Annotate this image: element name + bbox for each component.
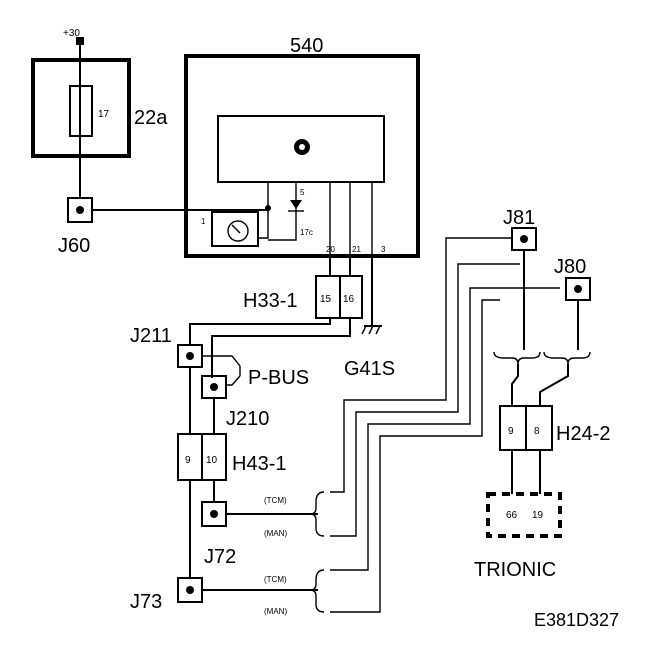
connector-j73-label: J73 <box>130 591 162 613</box>
wire-tcm-upper-j81 <box>330 237 512 493</box>
trionic-label: TRIONIC <box>474 559 556 581</box>
trionic-pin-a: 66 <box>506 510 518 521</box>
j210-terminal-dot <box>210 383 218 391</box>
h43-pin-a: 9 <box>185 455 191 466</box>
ecu-pin-1: 1 <box>201 217 206 226</box>
ecu-pin-3: 3 <box>381 245 386 254</box>
module-540-outline <box>184 54 420 258</box>
figure-code: E381D327 <box>534 610 619 630</box>
module-inner-panel <box>217 115 385 183</box>
sensor-symbol-center <box>299 144 305 150</box>
ground-hatch-1 <box>361 325 367 335</box>
connector-j72-label: J72 <box>204 546 236 568</box>
ground-hatch-2 <box>368 325 374 335</box>
gauge-needle <box>231 224 241 234</box>
connector-h33-1: 15 16 H33-1 <box>243 256 373 326</box>
diode-symbol <box>290 200 302 209</box>
supply-label: +30 <box>63 28 80 39</box>
j73-terminal-dot <box>186 586 194 594</box>
man-label-upper: (MAN) <box>264 529 287 538</box>
module-540: 540 1 5 17c 20 21 3 <box>184 35 420 258</box>
ecu-pin-21: 21 <box>352 245 361 254</box>
gauge-icon <box>227 220 249 242</box>
ground-g41s-label: G41S <box>344 358 395 380</box>
fuse-number: 17 <box>98 109 110 120</box>
h33-pin-b: 16 <box>343 294 355 305</box>
supply-terminal <box>76 37 84 45</box>
trionic-pin-b: 19 <box>532 510 544 521</box>
brace-h24-left <box>493 351 541 365</box>
h33-pin-a: 15 <box>320 294 332 305</box>
ground-g41s: G41S <box>344 325 395 380</box>
brace-h24-right <box>543 351 591 365</box>
h43-pin-b: 10 <box>206 455 218 466</box>
j211-terminal-dot <box>186 352 194 360</box>
internal-wire-gauge <box>258 182 269 239</box>
j60-terminal-dot <box>76 206 84 214</box>
wire-man-lower <box>330 299 500 613</box>
ecu-pin-20: 20 <box>326 245 335 254</box>
connector-j80-label: J80 <box>554 256 586 278</box>
brace-upper <box>309 491 325 537</box>
connector-j60-label: J60 <box>58 235 90 257</box>
h33-label: H33-1 <box>243 290 297 312</box>
h24-pin-b: 8 <box>534 426 540 437</box>
fuse-block-22a: 17 22a <box>31 58 168 158</box>
diode-label-b: 17c <box>300 228 313 237</box>
h24-pin-a: 9 <box>508 426 514 437</box>
connector-j211-label: J211 <box>130 325 172 347</box>
brace-lower <box>309 569 325 613</box>
wire-brace-h24-a <box>511 364 519 406</box>
connector-j210-label: J210 <box>226 408 269 430</box>
wire-h33-j210 <box>211 318 351 378</box>
wire-man-upper <box>330 263 520 537</box>
man-label-lower: (MAN) <box>264 607 287 616</box>
connector-h24-2: 9 8 H24-2 <box>499 405 610 451</box>
fuse-block-label: 22a <box>134 107 168 129</box>
pbus-brace-bottom <box>226 375 241 386</box>
j72-terminal-dot <box>210 510 218 518</box>
wire-brace-h24-b <box>539 364 569 406</box>
pbus-brace-top <box>202 355 241 367</box>
trionic-module: 66 19 TRIONIC <box>474 492 562 581</box>
pbus-label: P-BUS <box>248 367 309 389</box>
h24-label: H24-2 <box>556 423 610 445</box>
diode-label-a: 5 <box>300 188 305 197</box>
ground-hatch-3 <box>375 325 381 335</box>
gauge-box <box>211 211 259 247</box>
trionic-outline <box>486 492 562 538</box>
h43-label: H43-1 <box>232 453 286 475</box>
tcm-label-lower: (TCM) <box>264 575 287 584</box>
wire-tcm-lower-j80 <box>330 287 560 571</box>
internal-junction <box>265 205 271 211</box>
j80-terminal-dot <box>574 285 582 293</box>
connector-h43-1: 9 10 H43-1 <box>177 433 286 481</box>
wire-h33-j211 <box>189 318 331 345</box>
tcm-label-upper: (TCM) <box>264 496 287 505</box>
j81-terminal-dot <box>520 235 528 243</box>
module-540-label: 540 <box>290 35 323 57</box>
connector-j81-label: J81 <box>503 207 535 229</box>
